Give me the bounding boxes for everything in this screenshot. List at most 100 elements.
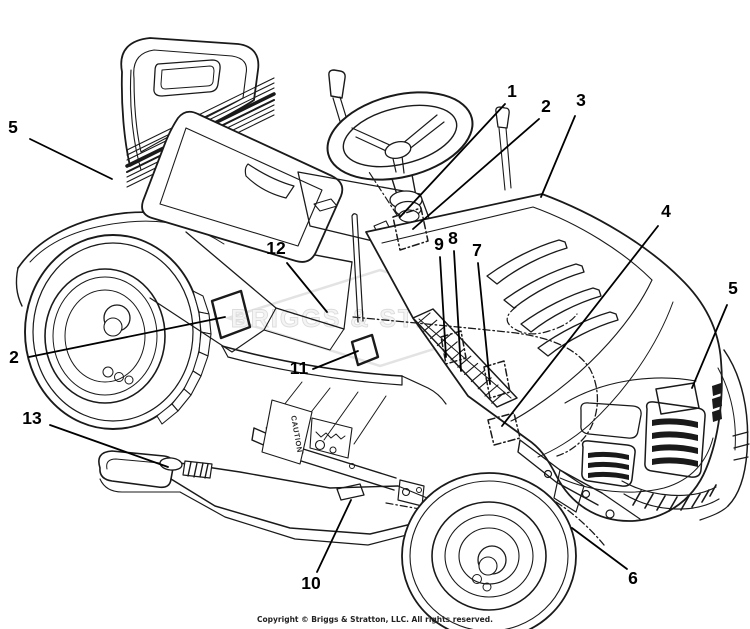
axle-bracket <box>553 469 585 513</box>
rear-rim-inner <box>64 289 146 383</box>
mower-deck: CAUTION <box>98 399 433 546</box>
leader-line-10 <box>316 499 352 573</box>
right-grille-slat <box>652 431 698 441</box>
callout-5-left: 5 <box>8 117 18 137</box>
leader-line-4 <box>501 225 659 427</box>
callout-12: 12 <box>266 238 286 258</box>
frame-tab-bolt <box>416 487 422 493</box>
hood-crease <box>510 279 653 422</box>
seat-pan-notch <box>244 163 295 199</box>
decal-ignition-trail <box>368 171 398 216</box>
seat-pan <box>141 110 344 263</box>
right-grille-slat <box>652 457 698 467</box>
valve-stem <box>482 582 492 592</box>
frame-tab-bolt <box>401 487 411 497</box>
lower-panel-edge <box>149 297 265 353</box>
discharge-chute <box>98 450 175 489</box>
frame-dashed-line <box>385 502 421 510</box>
left-grille-frame <box>581 440 636 487</box>
callout-1: 1 <box>507 81 517 101</box>
visible-decals <box>210 289 380 501</box>
copyright-text: Copyright © Briggs & Stratton, LLC. All … <box>257 615 493 624</box>
hood-vent-slat <box>486 239 568 285</box>
rear-rim-outer <box>44 268 166 404</box>
leader-line-5-left <box>29 138 113 180</box>
side-panel-edge <box>185 231 277 309</box>
console-bar-hatch <box>416 312 506 404</box>
tread-block <box>156 403 179 425</box>
axle-bolt <box>605 509 615 519</box>
leader-line-2-left <box>28 316 226 358</box>
callout-7: 7 <box>472 240 482 260</box>
rear-tire-inner <box>32 242 194 422</box>
right-fender-slats <box>732 431 750 461</box>
callout-13: 13 <box>22 408 42 428</box>
brake-lever-shaft <box>498 127 512 191</box>
tread-block <box>198 311 212 335</box>
deck-lift-bracket <box>309 417 353 459</box>
leader-line-8 <box>453 250 462 372</box>
chute-inner-line <box>106 458 161 470</box>
deck-skirt <box>170 478 429 535</box>
running-board-lip <box>221 345 403 386</box>
callout-10: 10 <box>301 573 321 593</box>
decal-ignition-dashed <box>392 207 429 251</box>
decal-13-stripes <box>187 461 209 479</box>
front-wheel <box>401 472 577 629</box>
side-vent-slat <box>712 396 722 409</box>
front-rim-mid <box>444 514 534 598</box>
side-vent-slat <box>712 383 722 396</box>
axle-bolt <box>581 489 591 499</box>
right-grille-frame <box>644 401 706 478</box>
leader-line-12 <box>286 262 328 313</box>
right-grille-slat <box>652 418 698 428</box>
bumper-vent-hatch <box>632 484 717 512</box>
leader-line-1 <box>399 103 506 218</box>
front-hub-cap <box>478 556 498 576</box>
hood-front-bottom-line <box>559 437 714 493</box>
decal-dash-7-box <box>483 360 511 399</box>
belt-cover-panel <box>261 399 313 465</box>
leader-line-7 <box>477 262 491 385</box>
front-tire-inner <box>409 480 569 629</box>
right-fender-inner <box>717 367 736 451</box>
decal-2-left <box>210 289 252 340</box>
rim-bolt <box>114 372 124 382</box>
seat-handle-slot <box>153 59 221 97</box>
decal-wrap-outline <box>352 316 599 457</box>
leader-line-6 <box>571 527 628 570</box>
callout-11: 11 <box>290 358 309 378</box>
seat-pan-inner <box>159 127 323 247</box>
side-panel-edge <box>275 307 345 330</box>
axle-bolt <box>543 469 553 479</box>
decal-dash-9-box <box>440 330 467 365</box>
deck-bolt <box>329 446 337 454</box>
leader-line-11 <box>312 350 359 370</box>
right-fender-edge <box>723 349 749 507</box>
left-grille-slat <box>588 451 629 460</box>
rim-bolt <box>124 375 134 385</box>
decal-front-dashed-box <box>487 412 521 446</box>
leader-line-3 <box>540 115 576 198</box>
frame-dashed-line <box>555 501 605 546</box>
leader-lines <box>28 103 728 573</box>
leader-line-13 <box>49 424 169 468</box>
leader-line-9 <box>439 256 447 358</box>
vent-dashed-loop <box>506 306 578 335</box>
callout-2-left: 2 <box>9 347 19 367</box>
bumper-line <box>623 493 720 510</box>
decal-10 <box>336 483 365 501</box>
body-left-edge <box>15 267 23 307</box>
chute-underside <box>99 478 181 493</box>
front-rim-inner <box>458 527 520 585</box>
rim-bolt <box>102 366 114 378</box>
console-panel-edge <box>263 307 345 351</box>
headlight-panel <box>580 402 642 439</box>
hood-vent-slat <box>503 263 585 309</box>
floor-rib <box>353 395 387 445</box>
running-board-right <box>401 375 447 405</box>
wheel-spoke <box>401 114 445 151</box>
seat <box>120 37 344 263</box>
